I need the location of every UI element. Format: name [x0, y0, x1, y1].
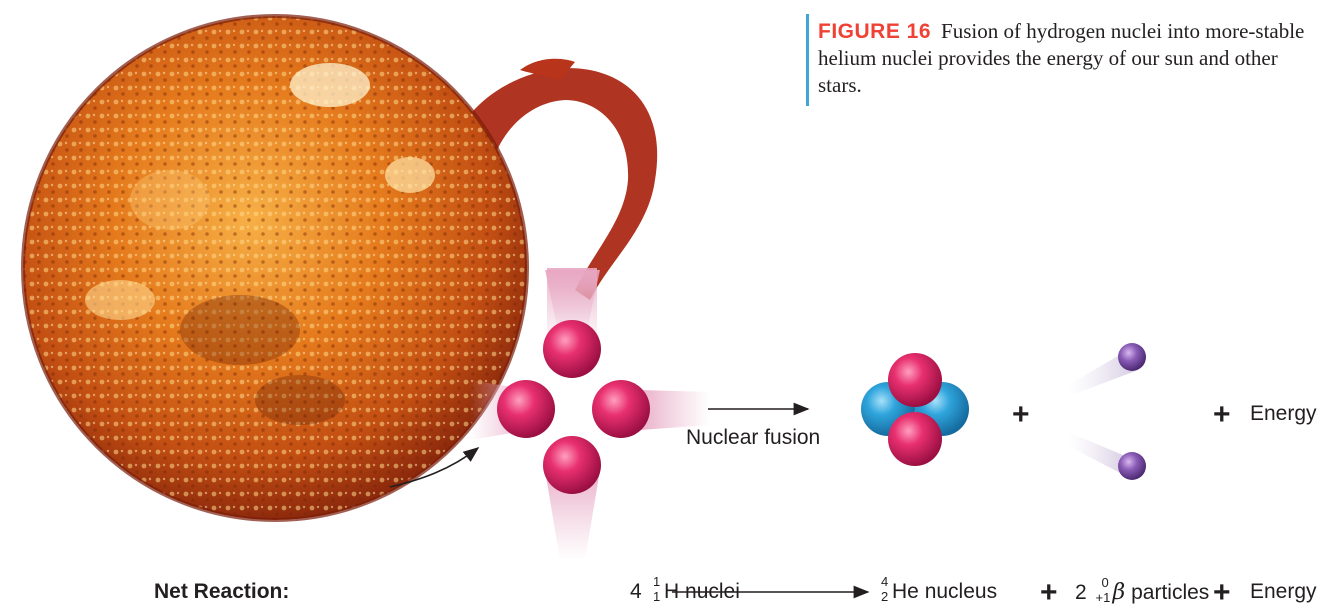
- net-energy-label: Energy: [1250, 580, 1317, 604]
- nuclear-fusion-label: Nuclear fusion: [686, 426, 820, 450]
- beta-symbol: β: [1113, 580, 1126, 605]
- product-mass-number: 4: [881, 574, 888, 589]
- sun-image: [23, 16, 527, 520]
- proton-trail-right: [640, 390, 710, 430]
- beta-particle-top: [1118, 343, 1146, 371]
- reactant-word: nuclei: [685, 580, 740, 603]
- reactant-coefficient: 4: [630, 580, 642, 603]
- plus-sign-1: +: [1012, 400, 1030, 430]
- product-atomic-number: 2: [881, 589, 888, 604]
- reactant-symbol: H: [664, 580, 679, 603]
- net-reaction-label: Net Reaction:: [154, 580, 289, 604]
- beta-word: particles: [1131, 581, 1209, 604]
- reactant-atomic-number: 1: [653, 589, 660, 604]
- hydrogen-nucleus-right: [592, 380, 650, 438]
- plus-sign-2: +: [1213, 400, 1231, 430]
- hydrogen-nucleus-bottom: [543, 436, 601, 494]
- net-plus-1: +: [1040, 578, 1058, 608]
- net-plus-2: +: [1213, 578, 1231, 608]
- beta-mass-number: 0: [1102, 575, 1109, 590]
- hydrogen-nucleus-left: [497, 380, 555, 438]
- beta-coefficient: 2: [1075, 581, 1087, 604]
- beta-atomic-number: +1: [1096, 590, 1111, 605]
- energy-label: Energy: [1250, 402, 1317, 426]
- product-word: nucleus: [925, 580, 997, 603]
- reactant-mass-number: 1: [653, 574, 660, 589]
- product-symbol: He: [892, 580, 919, 603]
- beta-particle-bottom: [1118, 452, 1146, 480]
- hydrogen-nucleus-top: [543, 320, 601, 378]
- helium-nucleus: [861, 353, 969, 466]
